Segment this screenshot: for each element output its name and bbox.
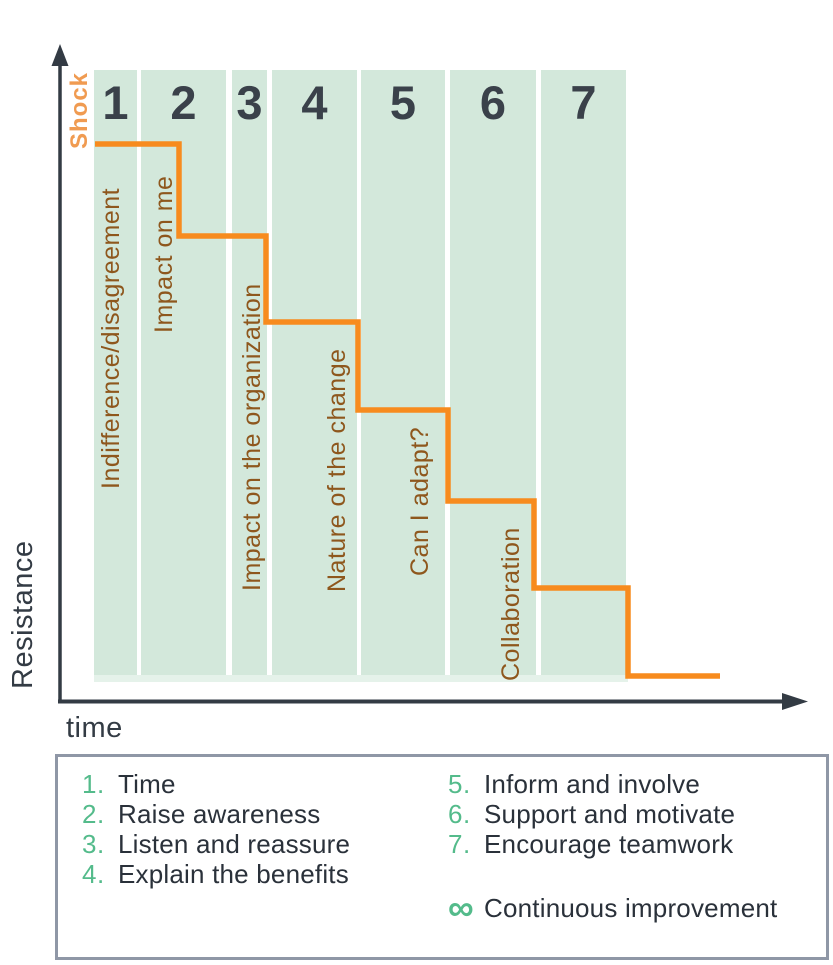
legend-box: 1. Time 2. Raise awareness 3. Listen and…	[55, 754, 829, 960]
band-shadow-strip	[94, 675, 628, 682]
phase-label-3: Impact on the organization	[238, 283, 266, 591]
phase-number-3: 3	[236, 76, 263, 129]
phase-band-7	[541, 70, 626, 675]
phase-number-6: 6	[479, 76, 507, 129]
phase-label-2: Impact on me	[150, 175, 178, 333]
phase-label-6: Collaboration	[497, 527, 525, 681]
phase-label-5: Can I adapt?	[406, 426, 434, 576]
legend-item-continuous-improvement: ∞ Continuous improvement	[448, 887, 778, 928]
legend-item-listen-and-reassure: 3. Listen and reassure	[82, 829, 350, 859]
legend-column-left: 1. Time 2. Raise awareness 3. Listen and…	[82, 769, 350, 889]
phase-label-4: Nature of the change	[323, 348, 351, 593]
phase-number-5: 5	[389, 76, 417, 129]
phase-number-7: 7	[570, 76, 597, 129]
infinity-icon: ∞	[448, 887, 474, 928]
x-axis-label: time	[66, 712, 123, 744]
legend-label: Inform and involve	[484, 769, 701, 799]
legend-item-inform-and-involve: 5. Inform and involve	[448, 769, 777, 799]
legend-label: Support and motivate	[484, 799, 736, 829]
phase-number-1: 1	[102, 76, 129, 129]
legend-label: Encourage teamwork	[484, 829, 734, 859]
legend-number: 2.	[82, 799, 105, 829]
legend-label: Listen and reassure	[118, 829, 351, 859]
legend-item-support-and-motivate: 6. Support and motivate	[448, 799, 777, 829]
legend-label: Continuous improvement	[484, 893, 778, 923]
legend-label: Raise awareness	[118, 799, 321, 829]
legend-number: 4.	[82, 859, 105, 889]
y-axis-label: Resistance	[7, 540, 39, 689]
legend-number: 5.	[448, 769, 471, 799]
legend-label: Time	[118, 769, 176, 799]
shock-annotation: Shock	[66, 71, 93, 149]
x-axis-arrowhead-icon	[782, 693, 808, 710]
y-axis-arrowhead-icon	[51, 44, 69, 66]
legend-item-encourage-teamwork: 7. Encourage teamwork	[448, 829, 777, 859]
legend-column-right: 5. Inform and involve 6. Support and mot…	[448, 769, 778, 928]
phase-number-2: 2	[170, 76, 197, 129]
legend-item-explain-the-benefits: 4. Explain the benefits	[82, 859, 350, 889]
phase-label-1: Indifference/disagreement	[97, 187, 125, 489]
legend-label: Explain the benefits	[118, 859, 349, 889]
legend-number: 6.	[448, 799, 471, 829]
legend-number: 1.	[82, 769, 105, 799]
legend-number: 7.	[448, 829, 471, 859]
legend-number: 3.	[82, 829, 105, 859]
phase-band-5	[361, 70, 445, 675]
phase-number-4: 4	[301, 76, 328, 129]
legend-item-raise-awareness: 2. Raise awareness	[82, 799, 350, 829]
phase-band-2	[141, 70, 226, 675]
legend-item-time: 1. Time	[82, 769, 350, 799]
